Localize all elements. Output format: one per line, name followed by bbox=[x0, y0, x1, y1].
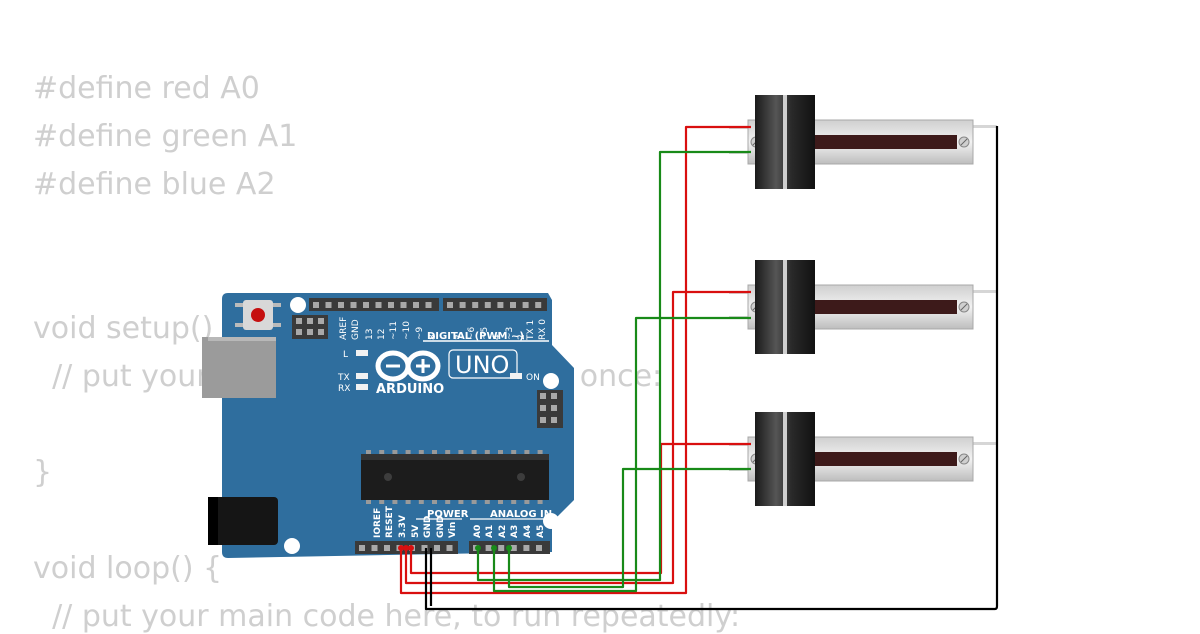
slider-pot-1 bbox=[729, 95, 997, 189]
wire-red-pot2 bbox=[404, 290, 751, 585]
wire-green-pot1 bbox=[476, 150, 751, 582]
wires bbox=[398, 125, 999, 611]
mount-hole bbox=[290, 297, 306, 313]
analog-pin-label: A5 bbox=[536, 525, 546, 538]
slide-potentiometers bbox=[729, 95, 997, 506]
code-line-3: #define blue A2 bbox=[33, 167, 276, 202]
arduino-logo bbox=[375, 350, 441, 382]
digital-header-label: DIGITAL (PWM ~) bbox=[427, 331, 524, 342]
top-pin-label: 7 bbox=[455, 334, 465, 340]
uno-badge bbox=[448, 349, 518, 379]
power-pin-label: GND bbox=[436, 516, 446, 538]
top-pin-label: AREF bbox=[339, 317, 349, 340]
power-pin-label: RESET bbox=[385, 505, 395, 538]
uno-label: UNO bbox=[455, 351, 509, 379]
top-pin-label: ~3 bbox=[505, 327, 515, 340]
power-pin-label: 5V bbox=[411, 525, 421, 538]
power-header-label: POWER bbox=[427, 509, 469, 520]
top-pin-label: 13 bbox=[365, 329, 375, 340]
analog-pin-label: A4 bbox=[523, 525, 533, 538]
power-pin-label: GND bbox=[423, 516, 433, 538]
slider-pot-3 bbox=[729, 412, 997, 506]
mount-hole bbox=[543, 373, 559, 389]
icsp-header-1 bbox=[292, 315, 328, 339]
analog-pin-label: A2 bbox=[498, 525, 508, 538]
code-line-7: void loop() { bbox=[33, 551, 223, 586]
slider-pot-2 bbox=[729, 260, 997, 354]
mount-hole bbox=[543, 513, 559, 529]
top-pin-label: 2 bbox=[517, 334, 527, 340]
analog-header-label: ANALOG IN bbox=[490, 509, 552, 520]
atmega-chip bbox=[361, 450, 549, 504]
wire-black-gnd bbox=[424, 126, 999, 611]
led-rx-label: RX bbox=[338, 384, 350, 394]
power-jack bbox=[208, 497, 278, 545]
top-pin-label: RX 0 bbox=[538, 319, 548, 340]
code-line-8: // put your main code here, to run repea… bbox=[33, 599, 741, 634]
power-pin-label: 3.3V bbox=[398, 515, 408, 538]
power-pin-label: Vin bbox=[448, 522, 458, 538]
led-l-label: L bbox=[343, 350, 348, 360]
top-pin-label: TX 1 bbox=[526, 320, 536, 341]
mount-hole bbox=[284, 538, 300, 554]
led-on bbox=[510, 373, 522, 379]
led-on-label: ON bbox=[526, 373, 540, 383]
top-pin-label: 12 bbox=[377, 329, 387, 340]
reset-button-cap bbox=[251, 308, 265, 322]
top-pin-label: ~5 bbox=[480, 327, 490, 340]
wire-green-pot3 bbox=[507, 467, 751, 589]
power-pin-label: IOREF bbox=[373, 508, 383, 538]
digital-header-right bbox=[443, 298, 547, 311]
code-line-2: #define green A1 bbox=[33, 119, 298, 154]
wire-green-pot2 bbox=[492, 316, 751, 593]
usb-connector bbox=[202, 337, 276, 398]
led-tx-label: TX bbox=[337, 373, 350, 383]
led-tx bbox=[356, 373, 368, 379]
top-pin-label: ~11 bbox=[389, 321, 399, 340]
code-line-6: } bbox=[33, 455, 53, 490]
top-pin-label: ~10 bbox=[402, 321, 412, 340]
analog-pin-label: A3 bbox=[510, 525, 520, 538]
top-pin-label: 4 bbox=[492, 334, 502, 340]
analog-pin-label: A0 bbox=[473, 525, 483, 538]
top-pin-label: GND bbox=[351, 319, 361, 340]
arduino-brand-label: ARDUINO bbox=[376, 382, 444, 397]
wire-red-pot1 bbox=[399, 125, 751, 595]
top-pin-label: ~9 bbox=[415, 326, 425, 340]
led-l bbox=[356, 350, 368, 356]
analog-pin-label: A1 bbox=[485, 525, 495, 538]
icsp-header-2 bbox=[537, 390, 563, 428]
top-pin-label: 8 bbox=[428, 334, 438, 340]
top-pin-label: ~6 bbox=[467, 326, 477, 340]
led-rx bbox=[356, 384, 368, 390]
code-line-1: #define red A0 bbox=[33, 71, 260, 106]
